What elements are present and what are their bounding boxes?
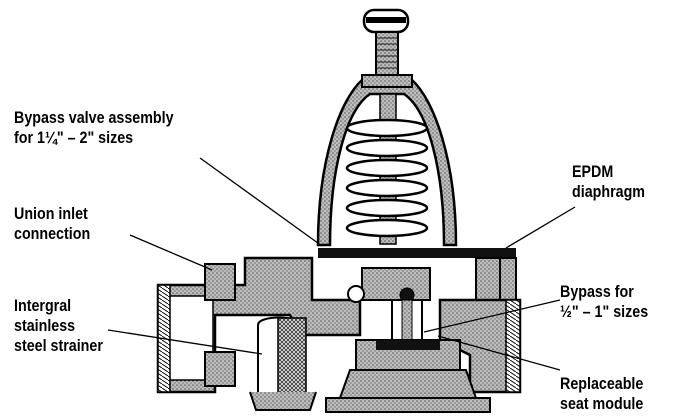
- leader-lines: [107, 157, 576, 371]
- union-inlet-nut: [157, 263, 236, 393]
- label-line: stainless: [14, 316, 76, 335]
- label-line: steel strainer: [14, 336, 103, 355]
- diaphragm-band: [318, 248, 516, 258]
- bypass-port: [347, 285, 365, 303]
- strainer: [249, 316, 317, 411]
- label-line: diaphragm: [572, 182, 646, 201]
- label-line: seat module: [560, 394, 644, 413]
- label-line: Intergral: [14, 296, 72, 315]
- label-line: Bypass for: [560, 282, 634, 301]
- label-line: EPDM: [572, 162, 614, 181]
- label-union-inlet-connection: Union inlet connection: [14, 204, 90, 244]
- label-line: Bypass valve assembly: [14, 108, 174, 127]
- seat-module: [325, 267, 491, 413]
- label-bypass-valve-assembly: Bypass valve assembly for 1¼" – 2" sizes: [14, 108, 174, 148]
- label-integral-strainer: Intergral stainless steel strainer: [14, 296, 103, 356]
- label-line: Replaceable: [560, 374, 644, 393]
- label-line: ½" – 1" sizes: [560, 302, 649, 321]
- bonnet: [316, 74, 458, 247]
- adjusting-screw: [362, 8, 410, 78]
- spring: [345, 118, 429, 238]
- label-line: Union inlet: [14, 204, 88, 223]
- label-line: for 1¼" – 2" sizes: [14, 128, 134, 147]
- label-replaceable-seat-module: Replaceable seat module: [560, 374, 643, 414]
- outlet-threads: [505, 299, 521, 393]
- label-line: connection: [14, 224, 91, 243]
- label-bypass-small-sizes: Bypass for ½" – 1" sizes: [560, 282, 648, 322]
- label-epdm-diaphragm: EPDM diaphragm: [572, 162, 645, 202]
